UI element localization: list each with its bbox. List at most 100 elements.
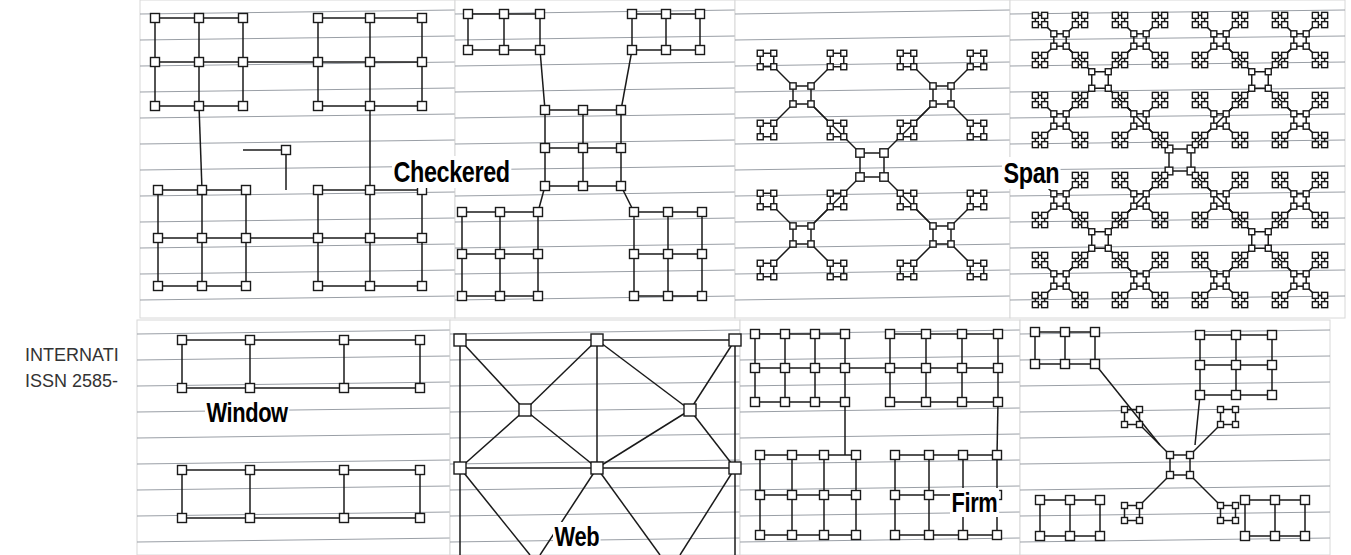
sketch-square [1031, 328, 1040, 337]
sketch-square [454, 334, 466, 346]
sketch-line [243, 149, 286, 151]
sketch-square [1282, 302, 1288, 308]
sketch-square [1162, 52, 1168, 58]
sketch-line [245, 238, 247, 286]
sketch-line [1066, 206, 1092, 232]
sketch-square [1272, 262, 1278, 268]
sketch-square [1051, 111, 1057, 117]
sketch-line [344, 469, 420, 471]
sketch-square [366, 234, 375, 243]
sketch-square [178, 514, 187, 523]
sketch-line [155, 17, 199, 19]
ruled-line [1010, 296, 1345, 300]
sketch-square [1082, 52, 1088, 58]
sketch-square [891, 531, 900, 540]
sketch-square [1061, 360, 1070, 369]
sketch-line [369, 18, 371, 62]
sketch-square [827, 64, 833, 70]
sketch-square [1112, 302, 1118, 308]
sketch-square [1122, 172, 1128, 178]
sketch-square [1322, 252, 1328, 258]
sketch-line [421, 62, 423, 106]
sketch-square [1272, 12, 1278, 18]
sketch-line [884, 104, 933, 153]
sketch-line [583, 147, 621, 149]
sketch-square [314, 234, 323, 243]
sketch-nodes [151, 10, 1328, 541]
sketch-square [1137, 407, 1143, 413]
sketch-line [1236, 334, 1272, 336]
sketch-line [1140, 425, 1171, 456]
sketch-square [1232, 172, 1238, 178]
sketch-square [1162, 262, 1168, 268]
sketch-square [1202, 212, 1208, 218]
sketch-square [1192, 92, 1198, 98]
sketch-square [628, 46, 637, 55]
sketch-square [340, 466, 349, 475]
sketch-square [911, 274, 917, 280]
sketch-square [1232, 132, 1238, 138]
sketch-line [318, 105, 370, 107]
sketch-line [1066, 248, 1092, 274]
sketch-square [1192, 182, 1198, 188]
sketch-square [698, 292, 707, 301]
sketch-square [841, 204, 847, 210]
sketch-square [454, 462, 466, 474]
sketch-line [499, 212, 501, 254]
sketch-square [536, 10, 545, 19]
sketch-line [242, 18, 244, 62]
sketch-lines [155, 14, 1325, 555]
sketch-square [1192, 102, 1198, 108]
sketch-square [897, 134, 903, 140]
sketch-line [460, 468, 530, 555]
sketch-square [1082, 292, 1088, 298]
sketch-square [1066, 496, 1075, 505]
sketch-square [1063, 203, 1069, 209]
sketch-square [1232, 262, 1238, 268]
sketch-square [841, 50, 847, 56]
sketch-line [759, 495, 761, 535]
sketch-square [1143, 123, 1149, 129]
sketch-square [827, 190, 833, 196]
sketch-square [808, 101, 814, 107]
sketch-square [729, 334, 741, 346]
sketch-line [1108, 248, 1134, 274]
sketch-square [1312, 102, 1318, 108]
sketch-square [416, 514, 425, 523]
sketch-square [811, 330, 820, 339]
sketch-square [1232, 361, 1241, 370]
sketch-square [1082, 302, 1088, 308]
sketch-line [633, 254, 635, 296]
ruled-line [1010, 10, 1345, 14]
sketch-square [788, 451, 797, 460]
ruled-line [1010, 88, 1345, 92]
sketch-square [1312, 222, 1318, 228]
sketch-square [239, 14, 248, 23]
sketch-square [757, 190, 763, 196]
sketch-square [1192, 222, 1198, 228]
sketch-square [1312, 142, 1318, 148]
sketch-square [1122, 12, 1128, 18]
sketch-line [621, 50, 632, 110]
sketch-square [1312, 52, 1318, 58]
sketch-line [462, 211, 500, 213]
sketch-line [462, 253, 500, 255]
sketch-square [757, 64, 763, 70]
sketch-square [897, 190, 903, 196]
sketch-line [370, 189, 422, 191]
ruled-line [740, 538, 1020, 542]
ruled-line [740, 382, 1020, 386]
sketch-square [1131, 31, 1137, 37]
sketch-square [967, 50, 973, 56]
sketch-square [1268, 361, 1277, 370]
sketch-line [468, 13, 504, 15]
sketch-line [544, 110, 546, 148]
sketch-square [458, 208, 467, 217]
sketch-square [930, 241, 936, 247]
sketch-square [1282, 182, 1288, 188]
sketch-square [1233, 503, 1239, 509]
sketch-line [1108, 171, 1169, 232]
sketch-square [1271, 496, 1280, 505]
ruled-line [1020, 382, 1330, 386]
sketch-square [579, 144, 588, 153]
